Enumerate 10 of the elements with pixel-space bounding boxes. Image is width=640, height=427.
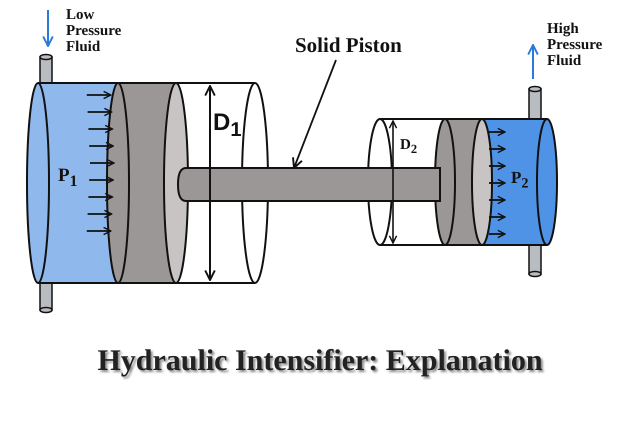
piston-rod	[177, 167, 441, 202]
dimension-label: D$_{2}$	[400, 138, 418, 156]
pressure-label: P$_{2}$	[511, 169, 528, 192]
dimension-label: D$_{1}$	[213, 110, 242, 141]
part-label: Solid Piston	[295, 33, 402, 58]
diagram-title: Hydraulic Intensifier: Explanation	[96, 344, 544, 378]
leader-line	[292, 60, 337, 169]
pressure-label: P$_{1}$	[58, 166, 78, 190]
fluid-label: High Pressure Fluid	[547, 22, 604, 70]
fluid-label: Low Pressure Fluid	[66, 8, 122, 56]
